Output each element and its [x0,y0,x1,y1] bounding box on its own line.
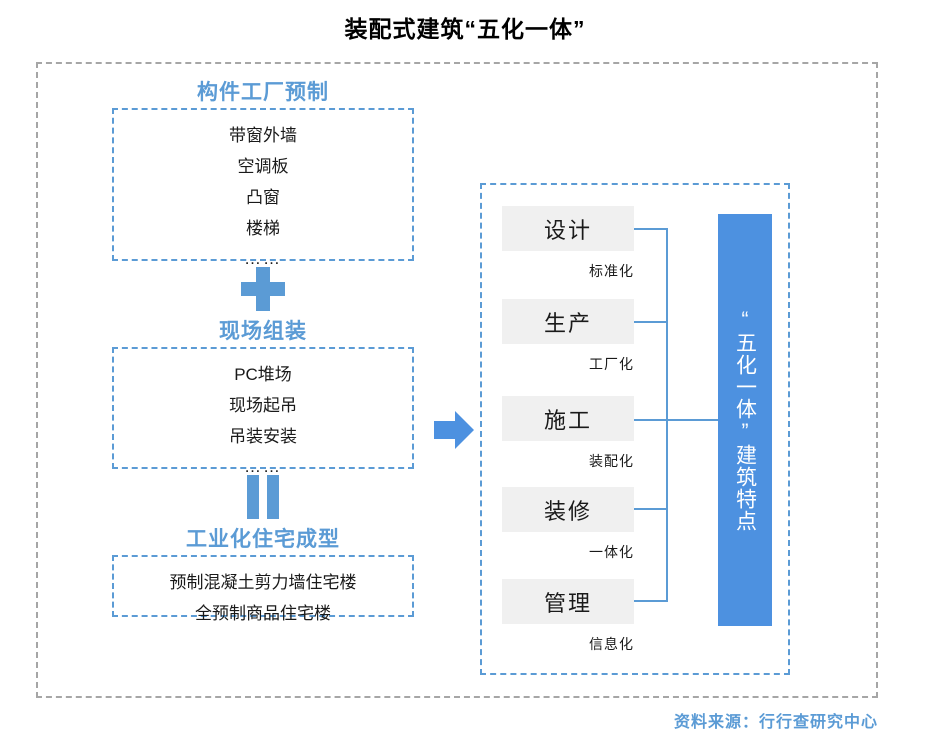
stage-box-management[interactable]: 管理 [502,579,634,624]
stage-box-construction[interactable]: 施工 [502,396,634,441]
ellipsis-text: …… [244,249,282,268]
plus-horizontal-bar [241,282,285,296]
bracket-output-line [666,419,720,421]
list-item: 楼梯 [246,219,280,238]
equals-right-bar [267,475,279,519]
stage-label-design: 标准化 [589,263,634,279]
bracket-stub-production [634,321,668,323]
left-column: 构件工厂预制 带窗外墙 空调板 凸窗 楼梯 …… 现场组装 PC堆场 现场起吊 … [112,78,414,623]
bracket-vertical-line [666,228,668,600]
list-item: 现场起吊 [229,396,297,415]
ellipsis-text: …… [244,457,282,476]
list-item: 吊装安装 [229,427,297,446]
source-note: 资料来源：行行查研究中心 [673,714,878,731]
list-item: 凸窗 [246,188,280,207]
equals-operator-icon [112,469,414,525]
bracket-stub-design [634,228,668,230]
section-heading-housing: 工业化住宅成型 [186,528,340,551]
list-item: PC堆场 [234,365,292,384]
section-heading-onsite: 现场组装 [219,320,307,343]
list-item: 全预制商品住宅楼 [195,604,331,623]
stage-label-decoration: 一体化 [589,544,634,560]
page-title: 装配式建筑“五化一体” [344,16,586,42]
result-bar-five-in-one: “五化一体”建筑特点 [718,214,772,626]
onsite-assembly-box: PC堆场 现场起吊 吊装安装 …… [112,347,414,476]
bracket-stub-decoration [634,508,668,510]
stage-box-decoration[interactable]: 装修 [502,487,634,532]
outer-dashed-frame [36,62,878,698]
industrial-housing-box: 预制混凝土剪力墙住宅楼 全预制商品住宅楼 [112,555,414,623]
prefab-components-box: 带窗外墙 空调板 凸窗 楼梯 …… [112,108,414,268]
list-item: 空调板 [237,157,289,176]
stage-label-production: 工厂化 [589,356,634,372]
section-heading-prefab: 构件工厂预制 [197,81,329,104]
right-panel: 设计 标准化 生产 工厂化 施工 装配化 装修 一体化 管理 信息化 “五化一体… [480,183,790,675]
equals-left-bar [247,475,259,519]
stage-label-construction: 装配化 [589,453,634,469]
bracket-stub-construction [634,419,668,421]
list-item: 预制混凝土剪力墙住宅楼 [169,573,357,592]
bracket-stub-management [634,600,668,602]
stage-box-production[interactable]: 生产 [502,299,634,344]
list-item: 带窗外墙 [229,126,297,145]
right-arrow-icon [432,408,476,457]
stage-label-management: 信息化 [589,636,634,652]
stage-box-design[interactable]: 设计 [502,206,634,251]
plus-operator-icon [112,261,414,317]
